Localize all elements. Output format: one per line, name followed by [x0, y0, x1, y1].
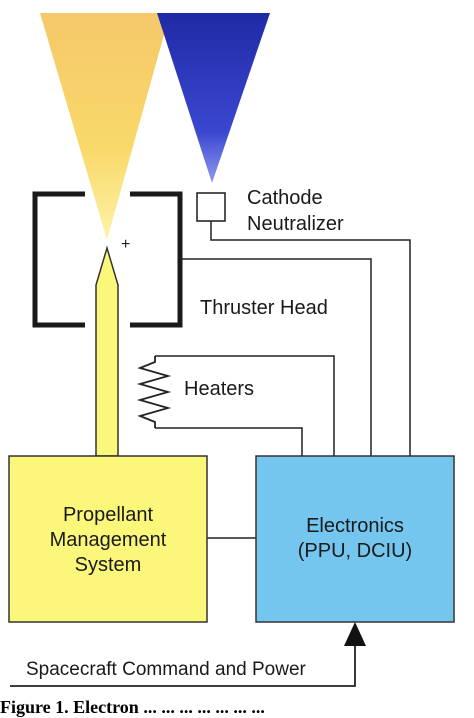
- cathode-neutralizer-box: [196, 192, 226, 222]
- spacecraft-command-label: Spacecraft Command and Power: [26, 659, 306, 680]
- propellant-management-label: Propellant Management System: [9, 504, 207, 577]
- pms-label-line2: Management: [49, 529, 167, 551]
- cathode-neutralizer-label: Cathode Neutralizer: [247, 187, 344, 236]
- spacecraft-power-line: [10, 636, 356, 687]
- heater-resistor: [136, 356, 172, 428]
- electron-beam-plume: [157, 13, 270, 183]
- propellant-management-box: [8, 455, 208, 623]
- thruster-head-left-bracket: [32, 191, 85, 328]
- pms-label-line3: System: [74, 554, 142, 576]
- ion-beam-plume: [40, 13, 170, 240]
- plus-sign: +: [121, 236, 131, 253]
- electronics-label: Electronics (PPU, DCIU): [256, 515, 454, 563]
- propellant-feed-arrow: [95, 245, 119, 457]
- cathode-wire: [210, 221, 411, 456]
- electronics-label-line2: (PPU, DCIU): [297, 540, 413, 562]
- electronics-box: [255, 455, 455, 623]
- heater-wire-top: [155, 355, 335, 456]
- pms-label-line1: Propellant: [62, 504, 154, 526]
- heater-wire-bottom: [155, 427, 303, 456]
- thruster-head-label: Thruster Head: [200, 297, 328, 319]
- thruster-head-right-bracket: [130, 191, 183, 328]
- cathode-label-line1: Cathode: [247, 187, 323, 209]
- spacecraft-power-arrowhead: [344, 622, 366, 646]
- cathode-label-line2: Neutralizer: [247, 213, 344, 235]
- thruster-wire: [180, 258, 372, 456]
- electronics-label-line1: Electronics: [306, 515, 404, 537]
- figure-caption: Figure 1. Electron ... ... ... ... ... .…: [0, 697, 265, 717]
- heaters-label: Heaters: [184, 378, 255, 400]
